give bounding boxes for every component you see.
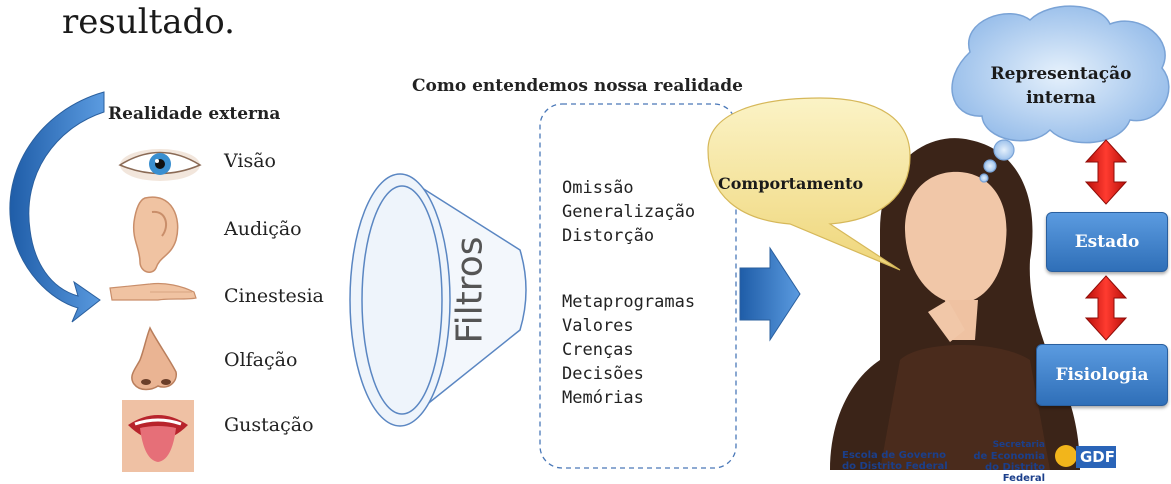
filter-item: Crenças <box>562 340 634 360</box>
sense-label-vision: Visão <box>224 150 276 172</box>
top-word: resultado. <box>62 2 235 42</box>
filters-label: Filtros <box>449 236 491 344</box>
sense-label-taste: Gustação <box>224 414 314 436</box>
sense-label-hearing: Audição <box>224 218 302 240</box>
curved-arrow <box>9 91 105 323</box>
eye-icon <box>118 149 202 181</box>
filter-funnel <box>349 173 527 427</box>
filters-dashed-box <box>539 103 737 469</box>
filter-item: Generalização <box>562 202 696 222</box>
filter-item: Distorção <box>562 226 655 246</box>
mouth-icon <box>122 400 194 472</box>
double-arrow-top <box>1084 139 1128 205</box>
school-logo-text: Escola de Governo do Distrito Federal <box>842 450 948 472</box>
physiology-box: Fisiologia <box>1036 344 1168 406</box>
woman-photo <box>830 138 1080 470</box>
external-reality-title: Realidade externa <box>108 104 281 124</box>
gdf-logo-text: GDF <box>1080 448 1116 466</box>
filter-item: Memórias <box>562 388 644 408</box>
double-arrow-bottom <box>1084 275 1128 341</box>
filter-list-group2: Metaprogramas Valores Crenças Decisões M… <box>562 290 695 410</box>
secretaria-logo-text: Secretaria de Economia do Distrito Feder… <box>950 440 1045 484</box>
filter-item: Omissão <box>562 178 634 198</box>
ear-icon <box>132 196 179 273</box>
nose-icon <box>131 326 177 391</box>
hand-icon <box>109 282 197 301</box>
thought-cloud-text: Representação interna <box>976 62 1146 110</box>
filter-item: Metaprogramas <box>562 292 696 312</box>
gdf-logo-icon <box>1055 445 1116 468</box>
state-box: Estado <box>1046 212 1168 272</box>
filter-list-group1: Omissão Generalização Distorção <box>562 176 695 248</box>
speech-bubble-text: Comportamento <box>718 174 864 193</box>
school-line2: do Distrito Federal <box>842 461 948 472</box>
speech-bubble <box>707 97 911 271</box>
thought-cloud-line2: interna <box>1026 88 1096 108</box>
filter-item: Valores <box>562 316 634 336</box>
secretaria-line0: Secretaria <box>992 440 1045 450</box>
diagram-title: Como entendemos nossa realidade <box>412 76 743 96</box>
sense-label-kinesthesia: Cinestesia <box>224 285 324 307</box>
secretaria-line1: de Economia <box>973 451 1045 462</box>
filter-item: Decisões <box>562 364 644 384</box>
sense-label-smell: Olfação <box>224 349 298 371</box>
secretaria-line2: do Distrito Federal <box>985 462 1045 484</box>
thought-cloud <box>951 5 1170 183</box>
school-line1: Escola de Governo <box>842 450 946 461</box>
thought-cloud-line1: Representação <box>990 64 1132 84</box>
right-arrow <box>739 246 801 342</box>
